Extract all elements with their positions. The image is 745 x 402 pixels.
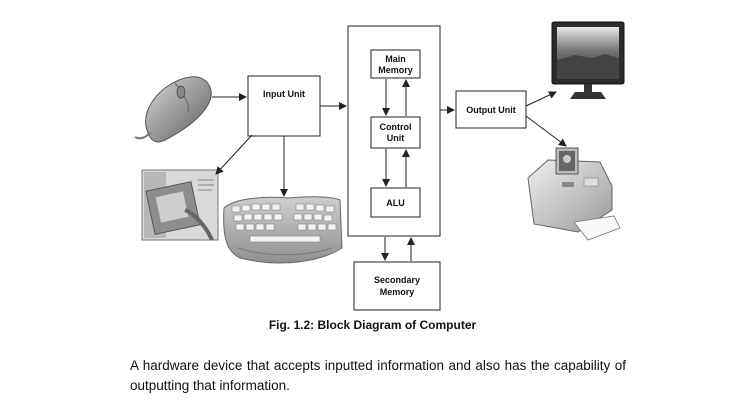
secondary-memory-label-line2: Memory (380, 287, 415, 297)
tablet-image (141, 169, 219, 241)
main-memory-box (370, 49, 421, 79)
main-memory-label-line1: Main (385, 54, 406, 64)
printer-image (527, 147, 621, 241)
output-unit-box (455, 90, 527, 129)
control-unit-label-line2: Unit (387, 133, 405, 143)
mouse-image (134, 76, 212, 143)
input-unit-label: Input Unit (263, 89, 305, 99)
secondary-memory-label-line1: Secondary (374, 275, 420, 285)
output-unit-label: Output Unit (466, 105, 515, 115)
arrow-output-to-printer (525, 115, 567, 147)
alu-box (370, 187, 421, 218)
control-unit-box (370, 116, 421, 149)
figure-caption: Fig. 1.2: Block Diagram of Computer (268, 318, 477, 332)
input-unit-box (247, 75, 321, 137)
monitor-image (551, 21, 625, 99)
main-memory-label-line2: Memory (378, 65, 413, 75)
alu-label: ALU (386, 198, 405, 208)
description-text: A hardware device that accepts inputted … (130, 358, 626, 393)
secondary-memory-box (353, 261, 441, 311)
control-unit-label-line1: Control (380, 122, 412, 132)
keyboard-image (223, 196, 343, 264)
arrow-output-to-monitor (525, 91, 557, 107)
arrow-input-to-tablet (215, 134, 253, 175)
